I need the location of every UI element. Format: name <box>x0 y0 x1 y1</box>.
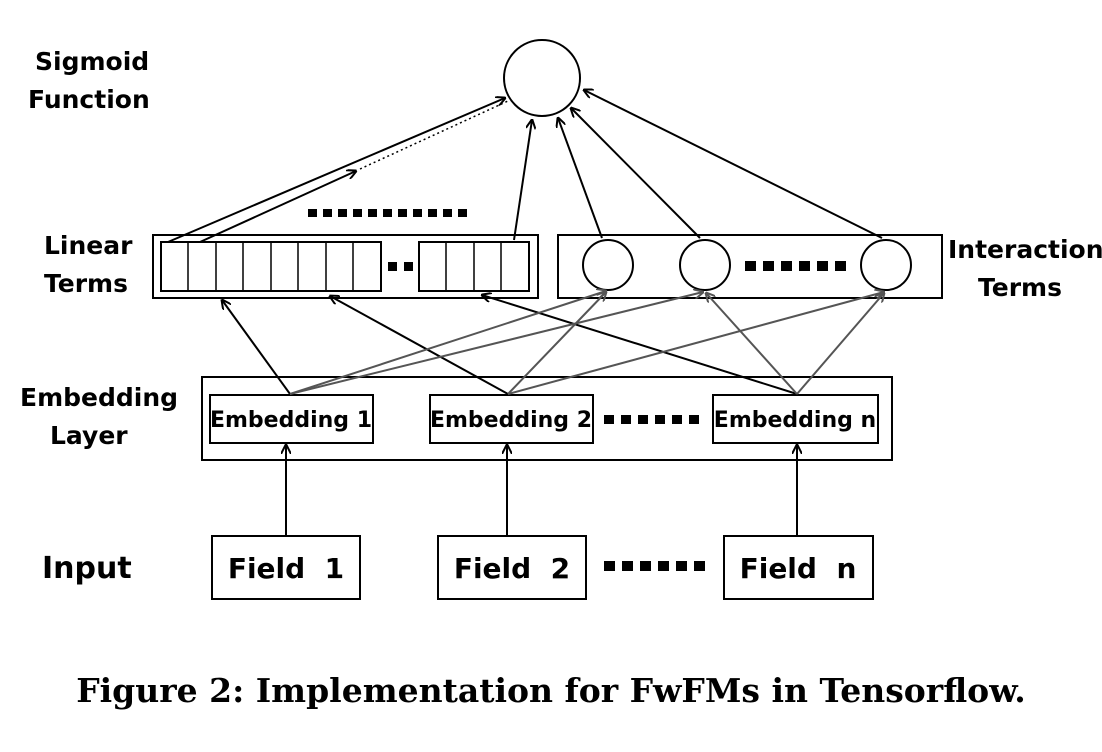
arrow-int2-sigmoid <box>571 108 701 239</box>
arrow-intn-sigmoid <box>584 90 883 239</box>
embedding-n-label: Embedding n <box>714 408 876 433</box>
arrow-emb2-int1 <box>507 292 606 395</box>
interaction-label-line2: Terms <box>978 273 1062 302</box>
arrow-embn-intn <box>796 293 884 395</box>
arrow-linear-left-sigmoid <box>167 98 505 243</box>
input-label: Input <box>42 551 132 586</box>
middle-dots <box>308 209 467 217</box>
arrow-emb1-int1 <box>289 291 606 395</box>
sigmoid-label-line2: Function <box>28 85 150 114</box>
embedding-dots <box>604 415 699 424</box>
sigmoid-node <box>503 39 581 117</box>
interaction-dots <box>745 261 846 271</box>
linear-weight-vector-n <box>418 241 530 292</box>
field-n-box <box>723 535 874 600</box>
arrow-emb2-intn <box>507 292 884 395</box>
embedding-1-box <box>209 394 374 444</box>
linear-label-line1: Linear <box>44 231 133 260</box>
interaction-node-2 <box>679 239 731 291</box>
embedding-2-label: Embedding 2 <box>430 408 592 433</box>
arrow-emb2-linear <box>330 296 509 395</box>
arrow-linear-right-sigmoid <box>513 120 532 241</box>
interaction-label-line1: Interaction <box>948 235 1102 264</box>
linear-weight-vector-1 <box>160 241 382 292</box>
linear-label-line2: Terms <box>44 269 128 298</box>
embedding-layer-label-line1: Embedding <box>20 383 178 412</box>
arrow-embn-linear <box>482 295 798 395</box>
embedding-n-box <box>712 394 879 444</box>
embedding-layer-label-line2: Layer <box>50 421 128 450</box>
arrow-emb1-int2 <box>289 292 703 395</box>
interaction-node-1 <box>582 239 634 291</box>
interaction-node-n <box>860 239 912 291</box>
field-1-label: Field 1 <box>228 552 344 585</box>
field-2-box <box>437 535 587 600</box>
figure-caption: Figure 2: Implementation for FwFMs in Te… <box>76 671 1026 710</box>
embedding-2-box <box>429 394 594 444</box>
arrow-emb1-linear <box>222 300 291 395</box>
sigmoid-label-line1: Sigmoid <box>35 47 149 76</box>
field-dots <box>604 561 705 571</box>
dotted-continuation <box>359 100 509 170</box>
embedding-1-label: Embedding 1 <box>210 408 372 433</box>
field-2-label: Field 2 <box>454 552 570 585</box>
arrow-linear-left2 <box>199 171 356 243</box>
field-n-label: Field n <box>740 552 857 585</box>
linear-dots <box>388 262 413 271</box>
field-1-box <box>211 535 361 600</box>
arrow-int1-sigmoid <box>558 118 603 239</box>
arrow-embn-int2 <box>706 293 798 395</box>
